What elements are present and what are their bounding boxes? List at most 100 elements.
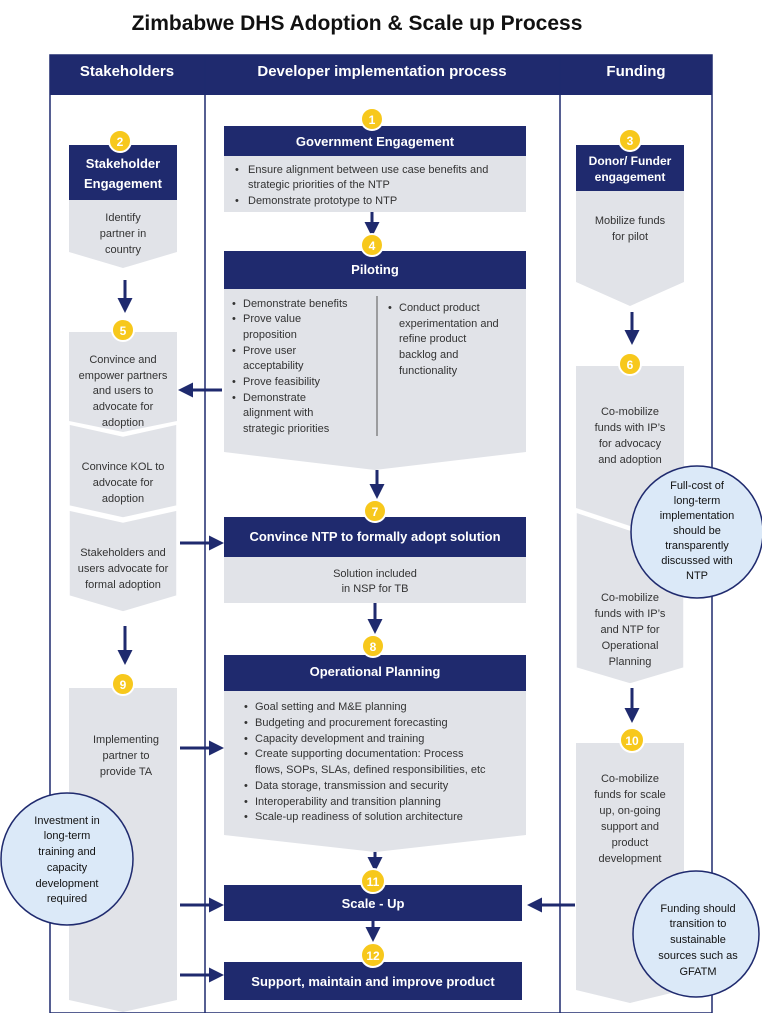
step-4-right-item: refine product bbox=[399, 333, 466, 345]
callout-funding-text: transition to bbox=[670, 918, 727, 930]
step-8-title: Operational Planning bbox=[310, 664, 441, 679]
badge-4: 4 bbox=[360, 233, 384, 257]
step-8-bullet: Budgeting and procurement forecasting bbox=[255, 717, 448, 729]
callout-full-cost-text: transparently bbox=[665, 540, 729, 552]
step-5-text: advocate for bbox=[93, 477, 154, 489]
step-4-right-item: experimentation and bbox=[399, 318, 499, 330]
callout-funding-text: sustainable bbox=[670, 934, 726, 946]
step-3-header bbox=[576, 145, 684, 191]
callout-full-cost-text: NTP bbox=[686, 570, 708, 582]
step-5-text: empower partners bbox=[79, 370, 168, 382]
callout-full-cost-text: Full-cost of bbox=[670, 480, 725, 492]
step-7-text: in NSP for TB bbox=[342, 583, 409, 595]
badge-7-number: 7 bbox=[372, 505, 379, 519]
diagram-title: Zimbabwe DHS Adoption & Scale up Process bbox=[132, 12, 583, 35]
callout-funding-text: GFATM bbox=[679, 966, 716, 978]
step-4-title: Piloting bbox=[351, 262, 399, 277]
step-4-left-item: Prove value bbox=[243, 313, 301, 325]
step-4-left-item: proposition bbox=[243, 329, 297, 341]
badge-11-number: 11 bbox=[367, 875, 380, 889]
column-header-bar bbox=[50, 55, 712, 95]
step-6-text: Planning bbox=[609, 656, 652, 668]
step-8-bullet: flows, SOPs, SLAs, defined responsibilit… bbox=[255, 764, 486, 776]
step-8-header bbox=[224, 655, 526, 691]
step-6-text: for advocacy bbox=[599, 438, 662, 450]
step-4-header bbox=[224, 251, 526, 289]
step-6-text: funds with IP’s bbox=[595, 422, 666, 434]
column-header-stakeholders: Stakeholders bbox=[80, 63, 174, 80]
step-7-title: Convince NTP to formally adopt solution bbox=[249, 529, 500, 544]
badge-3: 3 bbox=[618, 128, 642, 152]
step-8-body bbox=[224, 691, 526, 852]
step-2-title: Engagement bbox=[84, 176, 163, 191]
step-1-header bbox=[224, 126, 526, 156]
step-12-header bbox=[224, 962, 522, 1000]
callout-investment-text: development bbox=[36, 878, 99, 890]
step-8-bullet-marker: • bbox=[244, 717, 248, 729]
step-4-bullet-marker: • bbox=[388, 302, 392, 314]
step-8-bullet-marker: • bbox=[244, 701, 248, 713]
callout-investment-text: capacity bbox=[47, 862, 88, 874]
step-7-header bbox=[224, 517, 526, 557]
badge-5: 5 bbox=[111, 318, 135, 342]
callout-full-cost-text: long-term bbox=[674, 495, 720, 507]
step-8-bullet: Interoperability and transition planning bbox=[255, 796, 441, 808]
step-6-text: Co-mobilize bbox=[601, 406, 659, 418]
callout-full-cost: Full-cost of long-term implementation sh… bbox=[630, 465, 762, 599]
step-4-left-item: acceptability bbox=[243, 360, 304, 372]
step-3-title: engagement bbox=[595, 170, 666, 184]
step-2-header bbox=[69, 145, 177, 200]
badge-9-number: 9 bbox=[120, 678, 127, 692]
badge-7: 7 bbox=[363, 499, 387, 523]
step-2-body bbox=[69, 200, 177, 268]
step-10-text: support and bbox=[601, 821, 659, 833]
badge-1-number: 1 bbox=[369, 113, 376, 127]
callout-investment: Investment in long-term training and cap… bbox=[0, 792, 134, 926]
step-2-text: Identify bbox=[105, 212, 141, 224]
step-10-text: Co-mobilize bbox=[601, 773, 659, 785]
step-1-bullet-marker: • bbox=[235, 195, 239, 207]
callout-investment-text: required bbox=[47, 893, 87, 905]
badge-5-number: 5 bbox=[120, 324, 127, 338]
badge-12: 12 bbox=[360, 942, 386, 968]
step-8-bullet: Goal setting and M&E planning bbox=[255, 701, 407, 713]
step-9-text: Implementing bbox=[93, 734, 159, 746]
step-4-left-item: Prove feasibility bbox=[243, 376, 321, 388]
step-5-text: Stakeholders and bbox=[80, 547, 166, 559]
callout-investment-text: Investment in bbox=[34, 815, 99, 827]
step-5-text: formal adoption bbox=[85, 579, 161, 591]
callout-full-cost-text: discussed with bbox=[661, 555, 733, 567]
step-4-left-item: strategic priorities bbox=[243, 423, 330, 435]
step-7-text: Solution included bbox=[333, 568, 417, 580]
step-4-left-item: alignment with bbox=[243, 407, 313, 419]
step-8-bullet-marker: • bbox=[244, 733, 248, 745]
step-4-left-item: Demonstrate benefits bbox=[243, 298, 348, 310]
step-4-left-item: Prove user bbox=[243, 345, 297, 357]
step-8-bullet-marker: • bbox=[244, 780, 248, 792]
step-5-text: Convince and bbox=[89, 354, 156, 366]
step-8-bullet: Data storage, transmission and security bbox=[255, 780, 449, 792]
callout-full-cost-text: implementation bbox=[660, 510, 735, 522]
step-10-text: funds for scale bbox=[594, 789, 666, 801]
step-1-title: Government Engagement bbox=[296, 134, 455, 149]
badge-10-number: 10 bbox=[625, 734, 639, 748]
step-1-bullet: strategic priorities of the NTP bbox=[248, 179, 390, 191]
step-8-bullet-marker: • bbox=[244, 748, 248, 760]
badge-10: 10 bbox=[619, 727, 645, 753]
step-5-chevron-c bbox=[68, 509, 178, 613]
callout-full-cost-text: should be bbox=[673, 525, 721, 537]
badge-2-number: 2 bbox=[117, 135, 124, 149]
step-6-text: and adoption bbox=[598, 454, 662, 466]
badge-2: 2 bbox=[108, 129, 132, 153]
step-5-text: Convince KOL to bbox=[82, 461, 165, 473]
badge-12-number: 12 bbox=[366, 949, 380, 963]
step-3-body bbox=[576, 191, 684, 306]
step-5-text: adoption bbox=[102, 493, 144, 505]
step-7-body bbox=[224, 557, 526, 603]
column-header-funding: Funding bbox=[606, 63, 665, 80]
badge-1: 1 bbox=[360, 107, 384, 131]
badge-6-number: 6 bbox=[627, 358, 634, 372]
step-5-text: users advocate for bbox=[78, 563, 169, 575]
step-5-chevron-a bbox=[69, 332, 177, 432]
